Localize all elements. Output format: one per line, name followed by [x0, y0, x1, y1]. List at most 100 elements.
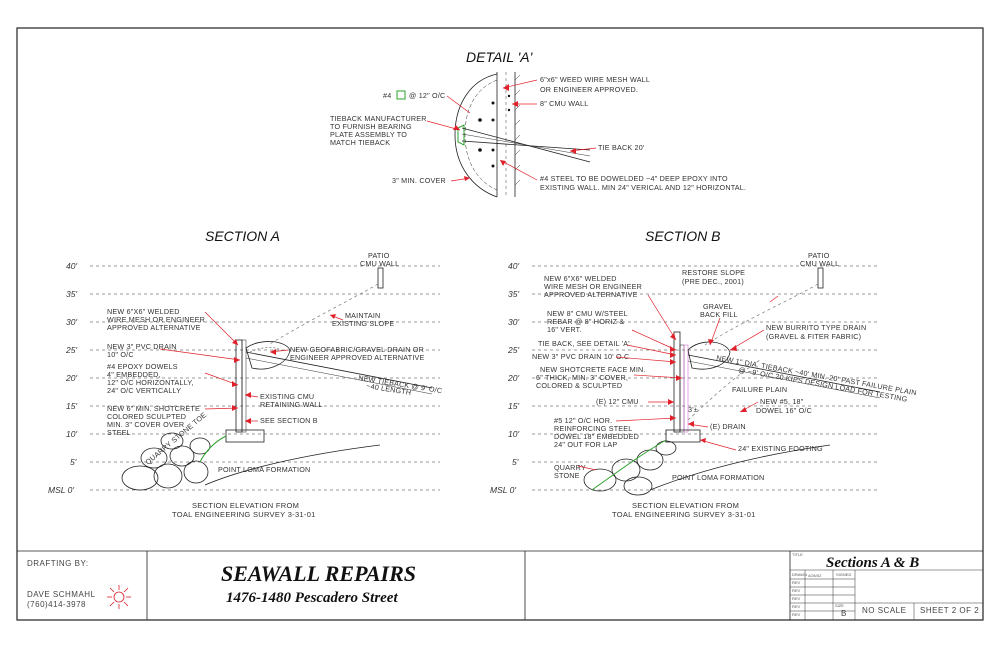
- detail-a-tb-2: TO FURNISH BEARING: [330, 122, 412, 131]
- section-b-elev-10: 10': [508, 429, 519, 439]
- signed-label: SIGNED: [836, 572, 851, 577]
- section-a-patio-2: CMU WALL: [360, 259, 399, 268]
- section-a-slope-2: EXISTING SLOPE: [332, 319, 394, 328]
- section-b-gravel-1: GRAVEL: [703, 302, 733, 311]
- section-b-cmu-3: 16" VERT.: [547, 325, 582, 334]
- detail-a-mesh-2: OR ENGINEER APPROVED.: [540, 85, 638, 94]
- section-a-elev-30: 30': [66, 317, 77, 327]
- rev-label-1: REV: [792, 580, 801, 585]
- section-b-patio-2: CMU WALL: [800, 259, 839, 268]
- section-a-elev-35: 35': [66, 289, 77, 299]
- section-a-mesh-3: APPROVED ALTERNATIVE: [107, 323, 201, 332]
- section-a-dowel-4: 24" O/C VERTICALLY: [107, 386, 181, 395]
- section-b-burrito-2: (GRAVEL & FITER FABRIC): [766, 332, 861, 341]
- section-b-caption-1: SECTION ELEVATION FROM: [632, 501, 739, 510]
- detail-a-cover: 3" MIN. COVER: [392, 176, 446, 185]
- section-b-pvc: NEW 3" PVC DRAIN 10' O.C: [532, 352, 629, 361]
- section-a-geo-1: NEW GEOFABRIC/GRAVEL DRAIN OR: [290, 345, 424, 354]
- drafter-phone: (760)414-3978: [27, 600, 86, 609]
- sheet-title: Sections A & B: [826, 555, 919, 571]
- section-b-elev-5: 5': [512, 457, 519, 467]
- section-b: SECTION B 40' 35' 30' 25' 20' 15' 10' 5'…: [490, 228, 917, 519]
- drafter-logo-icon: [107, 585, 131, 609]
- scale-value: NO SCALE: [862, 606, 906, 615]
- detail-a-tb-3: PLATE ASSEMBLY TO: [330, 130, 407, 139]
- section-b-quarry-1: QUARRY: [554, 463, 586, 472]
- detail-a-title: DETAIL 'A': [466, 49, 534, 65]
- detail-a-tb-4: MATCH TIEBACK: [330, 138, 390, 147]
- section-a-mesh-1: NEW 6"X6" WELDED: [107, 307, 180, 316]
- section-b-burrito-1: NEW BURRITO TYPE DRAIN: [766, 323, 866, 332]
- section-a-geo-2: ENGINEER APPROVED ALTERNATIVE: [290, 353, 425, 362]
- sheet-number: SHEET 2 OF 2: [920, 606, 979, 615]
- section-b-cmu-2: REBAR @ 8" HORIZ &: [547, 317, 624, 326]
- section-a-cmu-2: RETAINING WALL: [260, 400, 323, 409]
- detail-a-mesh-1: 6"x6" WEED WIRE MESH WALL: [540, 75, 650, 84]
- section-b-edrain: (E) DRAIN: [710, 422, 746, 431]
- detail-a: DETAIL 'A' #4 @ 12" O/C 6"x: [330, 49, 746, 198]
- section-a-cmu-1: EXISTING CMU: [260, 392, 314, 401]
- size-label: SIZE: [835, 603, 844, 608]
- section-b-title: SECTION B: [645, 228, 720, 244]
- section-a-shotcrete-1: NEW 6" MIN. SHOTCRETE: [107, 404, 200, 413]
- section-b-n5-1: NEW #5, 18": [760, 397, 804, 406]
- size-value: B: [841, 609, 847, 618]
- title-label: TITLE: [792, 552, 803, 557]
- section-b-elev-25: 25': [507, 345, 519, 355]
- section-a-pvc-2: 10" O/C: [107, 350, 134, 359]
- section-b-fail: FAILURE PLAIN: [732, 385, 787, 394]
- drafting-by-label: DRAFTING BY:: [27, 559, 89, 568]
- section-a-elev-40: 40': [66, 261, 77, 271]
- section-a-dowel-3: 12" O/C HORIZONTALLY,: [107, 378, 194, 387]
- section-b-rein-4: 24" OUT FOR LAP: [554, 440, 617, 449]
- section-b-quarry-2: STONE: [554, 471, 580, 480]
- title-block: DRAFTING BY: DAVE SCHMAHL (760)414-3978 …: [17, 550, 983, 620]
- section-b-n5-2: DOWEL 16" O/C: [756, 406, 812, 415]
- section-b-elev-35: 35': [508, 289, 519, 299]
- section-b-face-2: 6" THICK, MIN. 3" COVER,: [536, 373, 628, 382]
- section-a-elev-15: 15': [66, 401, 77, 411]
- drawn-date: 4/26/02: [808, 573, 822, 578]
- section-b-tie-detail: TIE BACK, SEE DETAIL 'A': [538, 339, 630, 348]
- rev-label-4: REV: [792, 604, 801, 609]
- section-b-elev-40: 40': [508, 261, 519, 271]
- section-a: SECTION A 40' 35' 30' 25' 20' 15' 10' 5'…: [48, 228, 443, 519]
- detail-a-tieback: TIE BACK 20': [598, 143, 645, 152]
- section-a-title: SECTION A: [205, 228, 280, 244]
- detail-a-spacing: @ 12" O/C: [409, 91, 445, 100]
- section-a-elev-5: 5': [70, 457, 77, 467]
- detail-a-steel-1: #4 STEEL TO BE DOWELDED ~4" DEEP EPOXY I…: [540, 174, 728, 183]
- section-b-gravel-2: BACK FILL: [700, 310, 738, 319]
- drawn-label: DRAWN: [792, 572, 807, 577]
- section-b-restore-1: RESTORE SLOPE: [682, 268, 745, 277]
- rev-label-3: REV: [792, 596, 801, 601]
- section-b-loma: POINT LOMA FORMATION: [672, 473, 764, 482]
- rev-label-2: REV: [792, 588, 801, 593]
- section-a-elev-20: 20': [65, 373, 77, 383]
- section-b-patio-1: PATIO: [808, 251, 830, 260]
- section-b-elev-30: 30': [508, 317, 519, 327]
- section-a-dowel-1: #4 EPOXY DOWELS: [107, 362, 178, 371]
- detail-a-steel-2: EXISTING WALL. MIN 24" VERICAL AND 12" H…: [540, 183, 746, 192]
- detail-a-rebar: #4: [383, 91, 391, 100]
- section-a-elev-0: MSL 0': [48, 485, 74, 495]
- section-a-caption-2: TOAL ENGINEERING SURVEY 3-31-01: [172, 510, 316, 519]
- section-a-mesh-2: WIRE MESH OR ENGINEER: [107, 315, 205, 324]
- section-b-rein-2: REINFORCING STEEL: [554, 424, 632, 433]
- section-a-caption-1: SECTION ELEVATION FROM: [192, 501, 299, 510]
- section-b-rein-1: #5 12" O/C HOR.: [554, 416, 612, 425]
- section-b-elev-15: 15': [508, 401, 519, 411]
- section-b-mesh-1: NEW 6"X6" WELDED: [544, 274, 617, 283]
- section-a-shotcrete-2: COLORED SCULPTED: [107, 412, 186, 421]
- drafter-name: DAVE SCHMAHL: [27, 590, 96, 599]
- section-b-caption-2: TOAL ENGINEERING SURVEY 3-31-01: [612, 510, 756, 519]
- section-b-restore-2: (PRE DEC., 2001): [682, 277, 744, 286]
- section-b-footing: 24" EXISTING FOOTING: [738, 444, 823, 453]
- section-a-loma: POINT LOMA FORMATION: [218, 465, 310, 474]
- detail-a-cmu: 8" CMU WALL: [540, 99, 588, 108]
- section-a-shotcrete-3: MIN. 3" COVER OVER: [107, 420, 184, 429]
- section-b-elev-0: MSL 0': [490, 485, 516, 495]
- section-b-cmu-1: NEW 8" CMU W/STEEL: [547, 309, 628, 318]
- sheet-border: [16, 27, 984, 621]
